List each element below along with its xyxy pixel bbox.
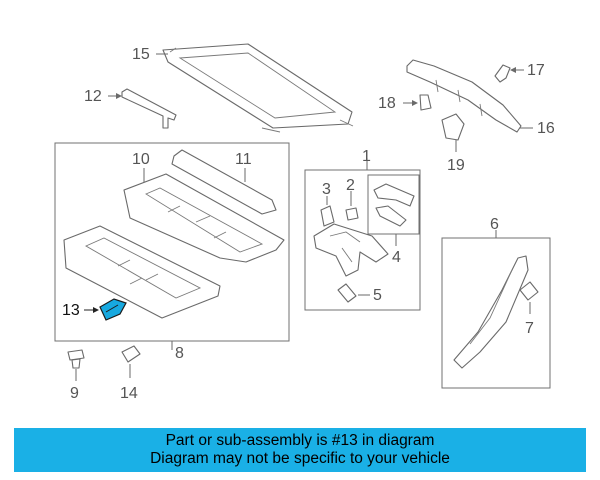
info-banner: Part or sub-assembly is #13 in diagram D…	[14, 428, 586, 472]
part-17-clip	[494, 64, 511, 83]
callout-14: 14	[120, 385, 138, 402]
part-14-clip	[121, 345, 141, 363]
part-9-push-clip	[67, 349, 85, 369]
callout-17: 17	[527, 62, 545, 79]
callout-19: 19	[447, 157, 465, 174]
part-6-pillar-trim	[453, 255, 529, 369]
part-11-trim-strip	[171, 149, 277, 215]
callout-9: 9	[70, 385, 79, 402]
part-16-rail	[406, 59, 522, 133]
part-main-bracket	[313, 223, 389, 277]
callout-18: 18	[378, 95, 396, 112]
parts-diagram: 15 12 16 17 18 19 10 11	[54, 43, 555, 402]
callout-6: 6	[490, 216, 499, 233]
callout-8: 8	[175, 345, 184, 362]
part-8-tray-assembly	[63, 225, 221, 319]
part-3-clip	[320, 205, 335, 227]
callout-4: 4	[392, 249, 401, 266]
part-7-clip	[519, 281, 539, 301]
callout-11: 11	[235, 151, 252, 168]
callout-16: 16	[537, 120, 555, 137]
callout-7: 7	[525, 320, 534, 337]
callout-1: 1	[362, 148, 371, 165]
part-18-clip	[419, 94, 432, 111]
part-5-pad	[337, 283, 357, 303]
callout-15: 15	[132, 46, 150, 63]
banner-line-1: Part or sub-assembly is #13 in diagram	[165, 432, 435, 449]
part-2-clip	[345, 207, 359, 221]
part-12-bracket	[121, 88, 177, 129]
callout-12: 12	[84, 88, 102, 105]
callout-3: 3	[322, 181, 331, 198]
part-10-package-tray	[123, 173, 285, 263]
callout-10: 10	[132, 151, 150, 168]
group-frame-1	[304, 169, 421, 311]
banner-line-2: Diagram may not be specific to your vehi…	[150, 450, 450, 467]
part-4-brackets	[373, 183, 415, 227]
callout-5: 5	[373, 287, 382, 304]
part-15-frame	[162, 43, 354, 133]
callout-2: 2	[346, 177, 355, 194]
callout-13: 13	[62, 302, 80, 319]
part-13-highlighted	[99, 298, 127, 321]
part-19-bracket	[441, 113, 465, 141]
group-frame-4	[367, 174, 420, 235]
